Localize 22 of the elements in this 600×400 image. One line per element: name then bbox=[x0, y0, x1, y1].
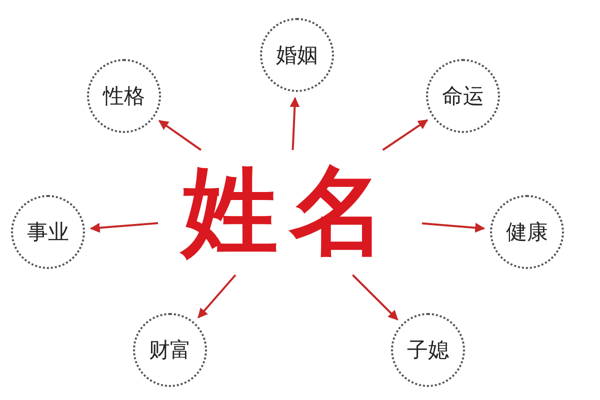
arrow bbox=[352, 274, 398, 320]
dotted-circle bbox=[11, 195, 85, 269]
arrow bbox=[422, 222, 486, 233]
node-label: 事业 bbox=[27, 219, 69, 246]
arrow bbox=[158, 120, 202, 151]
dotted-circle bbox=[87, 59, 161, 133]
dotted-circle bbox=[391, 313, 465, 387]
node-label: 婚姻 bbox=[276, 42, 318, 69]
dotted-circle bbox=[133, 313, 207, 387]
node-label: 健康 bbox=[506, 219, 548, 246]
dotted-circle bbox=[260, 18, 334, 92]
arrow bbox=[198, 274, 236, 318]
node-label: 命运 bbox=[442, 83, 484, 110]
node-label: 性格 bbox=[103, 83, 145, 110]
node-label: 子媳 bbox=[407, 337, 449, 364]
arrow bbox=[290, 96, 300, 150]
dotted-circle bbox=[426, 59, 500, 133]
dotted-circle bbox=[490, 195, 564, 269]
arrow bbox=[382, 119, 428, 151]
arrow bbox=[90, 222, 158, 233]
central-title: 姓名 bbox=[182, 148, 398, 278]
node-label: 财富 bbox=[149, 337, 191, 364]
